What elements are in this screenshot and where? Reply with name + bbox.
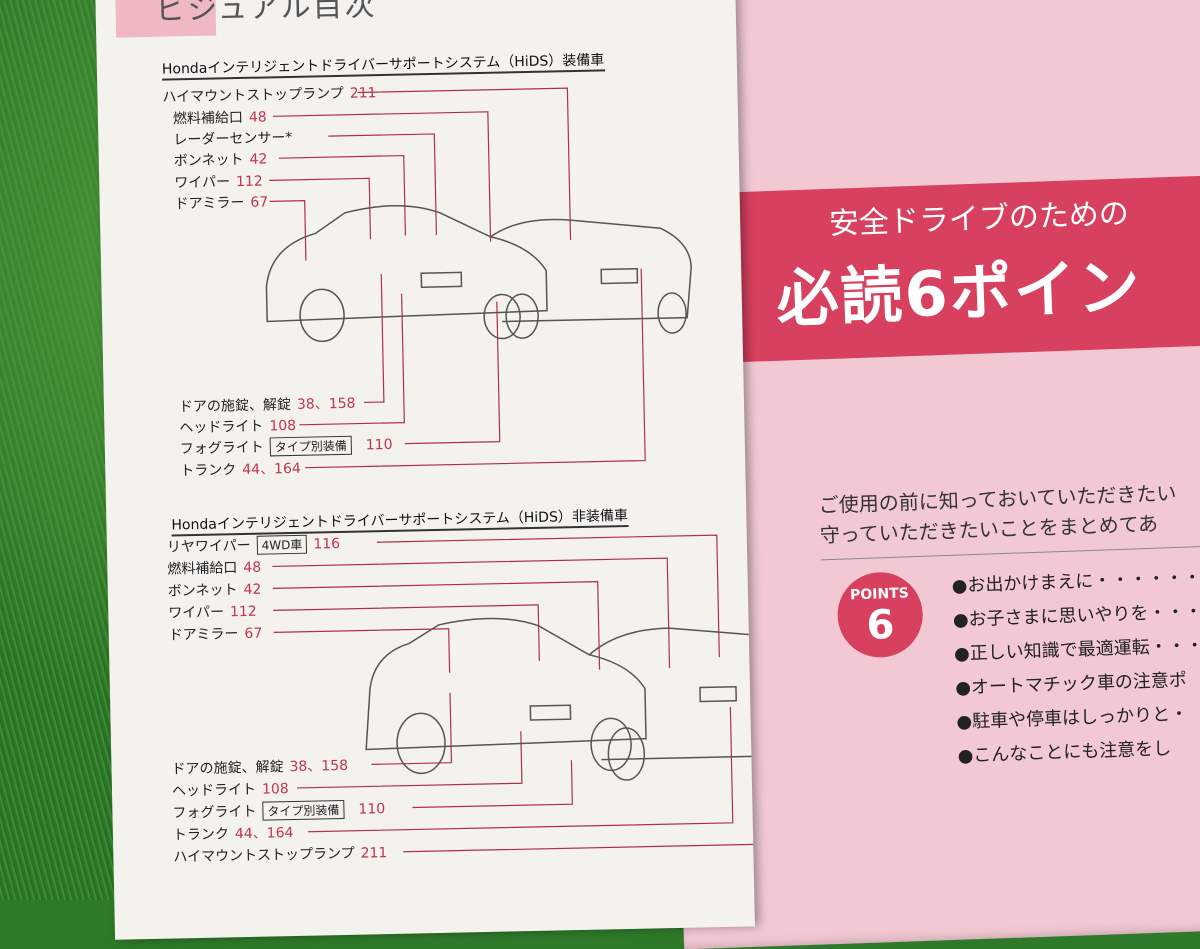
point-item: ●お出かけまえに・・・・・・・・・・ bbox=[951, 564, 1200, 597]
points-number: 6 bbox=[865, 601, 896, 649]
label-radar-sensor: レーダーセンサー* bbox=[173, 129, 293, 149]
point-item: ●お子さまに思いやりを・・・・ bbox=[952, 600, 1200, 631]
car-illustration-hids bbox=[265, 204, 692, 343]
banner-subtitle: 安全ドライブのための bbox=[828, 196, 1130, 242]
points-badge: POINTS 6 bbox=[836, 570, 925, 659]
point-item: ●駐車や停車はしっかりと・ bbox=[956, 703, 1189, 733]
point-item: ●正しい知識で最適運転・・・・ bbox=[953, 634, 1200, 665]
left-page: ビジュアル目次 bbox=[95, 0, 755, 940]
type-badge: タイプ別装備 bbox=[269, 435, 353, 457]
type-badge: タイプ別装備 bbox=[262, 799, 345, 821]
point-item: ●オートマチック車の注意ポ bbox=[954, 669, 1188, 699]
car-illustration-non-hids bbox=[365, 617, 755, 781]
banner-title: 必読6ポイン bbox=[775, 250, 1143, 336]
4wd-badge: 4WD車 bbox=[256, 534, 308, 555]
point-item: ●こんなことにも注意をし bbox=[957, 738, 1172, 767]
leader-lines bbox=[265, 87, 755, 853]
title-banner: 安全ドライブのための 必読6ポイン bbox=[717, 171, 1200, 363]
